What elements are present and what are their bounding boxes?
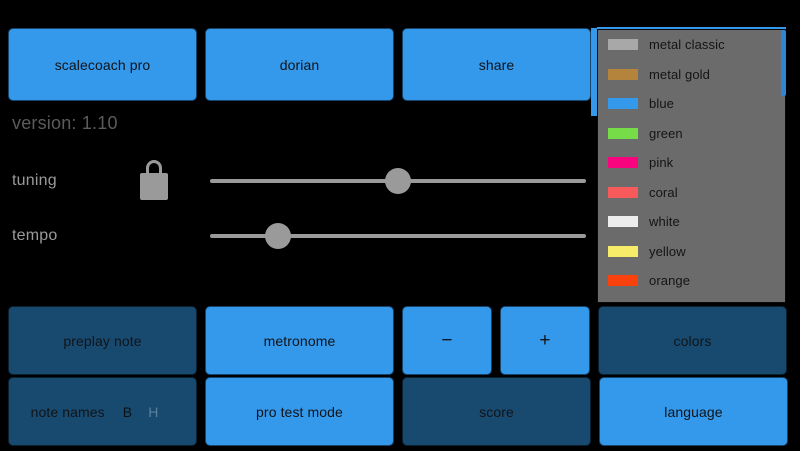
color-option-green[interactable]: green: [598, 119, 785, 149]
tempo-label: tempo: [12, 227, 58, 244]
tuning-slider[interactable]: [210, 168, 586, 194]
note-names-option-b[interactable]: B: [122, 403, 133, 420]
tempo-slider-thumb[interactable]: [264, 223, 291, 249]
color-swatch-icon: [608, 157, 638, 169]
top-button-row: scalecoach pro dorian share: [0, 28, 800, 101]
color-swatch-icon: [608, 127, 638, 139]
color-option-white[interactable]: white: [598, 207, 785, 237]
color-swatch-icon: [608, 275, 638, 287]
increment-button[interactable]: +: [500, 306, 590, 375]
tempo-slider-track[interactable]: [210, 234, 586, 238]
metronome-button[interactable]: metronome: [205, 306, 394, 375]
share-button-label: share: [478, 56, 515, 73]
lock-body: [140, 173, 168, 200]
color-option-label: coral: [649, 184, 678, 200]
tuning-label: tuning: [12, 172, 57, 189]
mode-button[interactable]: dorian: [205, 28, 394, 101]
mode-button-label: dorian: [279, 56, 320, 73]
tuning-slider-thumb[interactable]: [385, 168, 411, 194]
color-swatch-icon: [608, 68, 638, 80]
color-option-metal-classic[interactable]: metal classic: [598, 30, 785, 60]
language-button[interactable]: language: [599, 377, 788, 446]
lock-shackle: [146, 160, 162, 176]
metronome-label: metronome: [263, 332, 336, 349]
color-option-pink[interactable]: pink: [598, 148, 785, 178]
colors-dropdown-list: metal classic metal gold blue green pink cora…: [598, 30, 785, 296]
pro-test-mode-button[interactable]: pro test mode: [205, 377, 394, 446]
note-names-option-h[interactable]: H: [148, 403, 159, 420]
preplay-note-label: preplay note: [63, 332, 142, 349]
pro-test-mode-label: pro test mode: [256, 403, 343, 420]
color-option-label: yellow: [649, 243, 686, 259]
preplay-note-button[interactable]: preplay note: [8, 306, 197, 375]
color-option-yellow[interactable]: yellow: [598, 237, 785, 267]
version-text: version: 1.10: [12, 113, 118, 133]
colors-button[interactable]: colors: [598, 306, 787, 375]
color-option-label: green: [649, 125, 683, 141]
decrement-button[interactable]: −: [402, 306, 492, 375]
tempo-slider[interactable]: [210, 223, 586, 249]
language-label: language: [664, 403, 723, 420]
title-button[interactable]: scalecoach pro: [8, 28, 197, 101]
color-option-metal-gold[interactable]: metal gold: [598, 60, 785, 90]
color-swatch-icon: [608, 39, 638, 51]
title-button-label: scalecoach pro: [54, 56, 151, 73]
bottom-button-row: note names B H pro test mode score langu…: [0, 377, 800, 446]
minus-icon: −: [441, 330, 453, 351]
color-option-label: blue: [649, 96, 674, 112]
colors-dropdown-top-edge: [597, 27, 786, 30]
colors-dropdown-scrollbar[interactable]: [781, 30, 786, 96]
share-button[interactable]: share: [402, 28, 591, 101]
mid-button-row: preplay note metronome − + colors: [0, 306, 800, 375]
colors-button-label: colors: [673, 332, 712, 349]
color-option-coral[interactable]: coral: [598, 178, 785, 208]
score-label: score: [479, 403, 514, 420]
colors-button-underlay: [591, 28, 598, 116]
color-swatch-icon: [608, 245, 638, 257]
color-swatch-icon: [608, 186, 638, 198]
color-option-orange[interactable]: orange: [598, 266, 785, 296]
plus-icon: +: [539, 330, 551, 351]
color-option-label: pink: [649, 155, 674, 171]
color-option-label: orange: [649, 273, 691, 289]
color-option-blue[interactable]: blue: [598, 89, 785, 119]
lock-closed-icon[interactable]: [138, 160, 170, 202]
score-button[interactable]: score: [402, 377, 591, 446]
color-swatch-icon: [608, 98, 638, 110]
note-names-button[interactable]: note names B H: [8, 377, 197, 446]
color-option-label: white: [649, 214, 680, 230]
color-swatch-icon: [608, 216, 638, 228]
note-names-label: note names: [30, 403, 105, 420]
colors-dropdown[interactable]: metal classic metal gold blue green pink cora…: [597, 29, 786, 303]
color-option-label: metal classic: [649, 37, 725, 53]
color-option-label: metal gold: [649, 66, 710, 82]
